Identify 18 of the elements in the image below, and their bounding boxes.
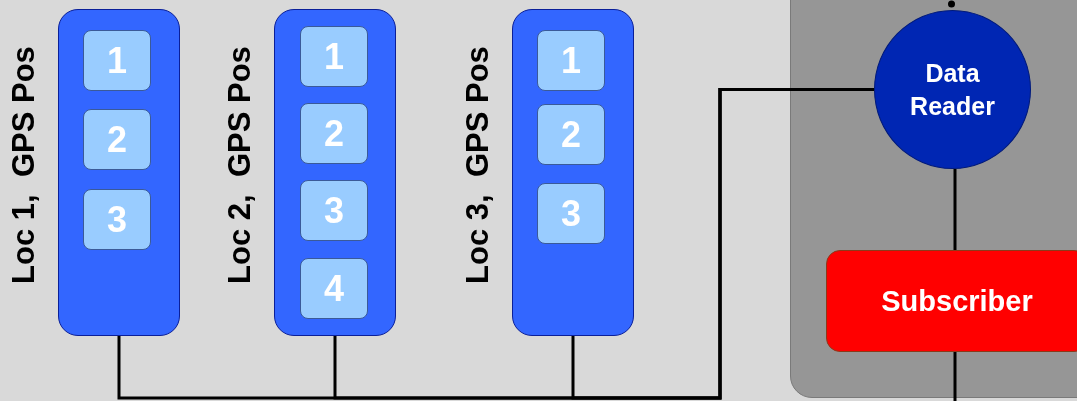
item-square: 4 xyxy=(300,258,368,319)
item-square: 3 xyxy=(537,183,605,244)
location-label: Loc 2, GPS Pos xyxy=(221,45,258,284)
item-square: 1 xyxy=(300,26,368,87)
item-square: 1 xyxy=(537,30,605,91)
panel-background xyxy=(790,0,1077,398)
item-square: 1 xyxy=(83,30,151,91)
location-label: Loc 1, GPS Pos xyxy=(5,45,42,284)
item-square: 2 xyxy=(83,109,151,170)
item-square: 3 xyxy=(83,189,151,250)
subscriber-box: Subscriber xyxy=(826,250,1077,352)
item-square: 2 xyxy=(300,103,368,164)
location-label: Loc 3, GPS Pos xyxy=(459,45,496,284)
item-square: 3 xyxy=(300,180,368,241)
reader-circle: Data Reader xyxy=(874,10,1031,169)
item-square: 2 xyxy=(537,104,605,165)
connector-line xyxy=(953,352,957,401)
connector-line xyxy=(953,169,957,250)
